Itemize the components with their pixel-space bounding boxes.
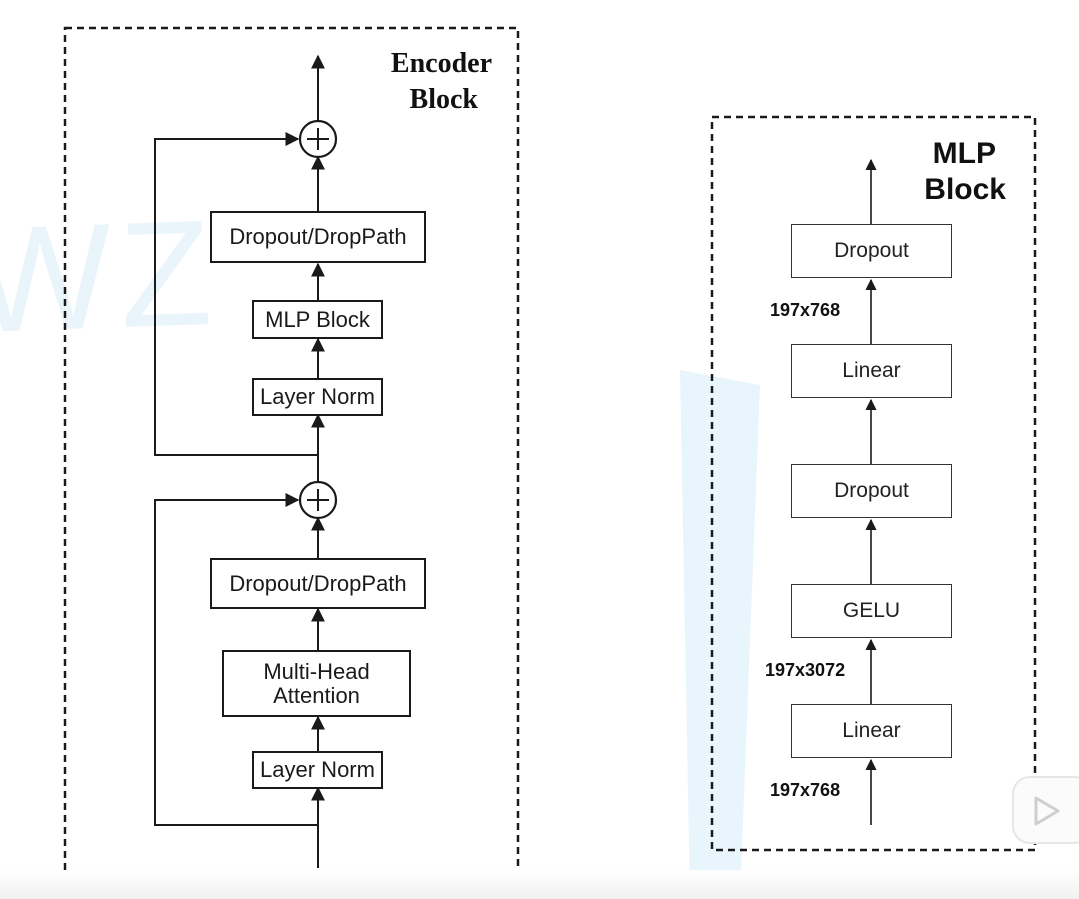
- linear-box-bottom: Linear: [791, 704, 952, 758]
- watermark-band: [680, 370, 760, 899]
- layer-norm-box-top: Layer Norm: [252, 378, 383, 416]
- dim-label-hidden: 197x3072: [765, 660, 846, 680]
- add-circle-bottom: [298, 480, 338, 520]
- bottom-bar: [0, 870, 1079, 899]
- encoder-title-line1: Encoder: [390, 48, 492, 79]
- play-button[interactable]: [1012, 776, 1079, 844]
- residual-connection-bottom: [154, 493, 318, 826]
- gelu-box: GELU: [791, 584, 952, 638]
- mha-label-line1: Multi-Head: [263, 658, 370, 684]
- mlp-title-line1: MLP: [932, 137, 996, 170]
- encoder-block-border: [63, 26, 520, 898]
- residual-connection-top: [154, 132, 318, 456]
- linear-box-top: Linear: [791, 344, 952, 398]
- dropout-droppath-box-bottom: Dropout/DropPath: [210, 558, 426, 609]
- layer-norm-box-bottom: Layer Norm: [252, 751, 383, 789]
- mlp-block-border: [710, 115, 1037, 852]
- dropout-droppath-box-top: Dropout/DropPath: [210, 211, 426, 263]
- mlp-title-line2: Block: [924, 173, 1006, 206]
- mha-label-line2: Attention: [273, 682, 360, 708]
- dropout-box-mid: Dropout: [791, 464, 952, 518]
- dropout-box-top: Dropout: [791, 224, 952, 278]
- dim-label-out: 197x768: [770, 300, 841, 320]
- play-icon: [1034, 796, 1060, 826]
- add-circle-top: [298, 119, 338, 159]
- multi-head-attention-box: Multi-Head Attention: [222, 650, 411, 717]
- encoder-title-line2: Block: [409, 84, 478, 115]
- dim-label-in: 197x768: [770, 780, 841, 800]
- mlp-block-box: MLP Block: [252, 300, 383, 339]
